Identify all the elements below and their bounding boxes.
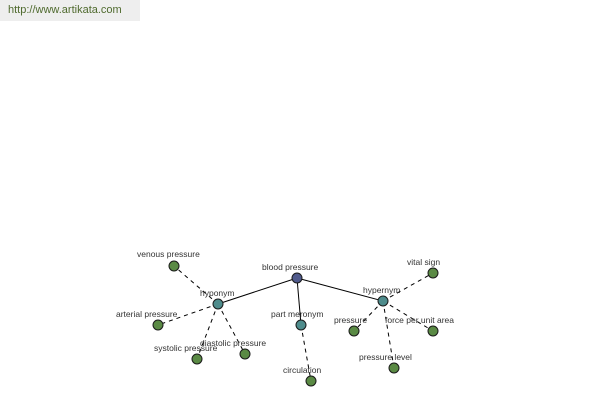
label-pressure-level[interactable]: pressure level: [359, 352, 412, 362]
edge-hypernym-force-per-unit-area: [382, 300, 434, 332]
edge-root-part-meronym: [296, 277, 302, 326]
label-diastolic-pressure[interactable]: diastolic pressure: [200, 338, 266, 348]
edge-hyponym-diastolic-pressure: [217, 303, 246, 355]
site-url-link[interactable]: http://www.artikata.com: [0, 0, 140, 21]
label-venous-pressure[interactable]: venous pressure: [137, 249, 200, 259]
edge-root-hypernym: [296, 277, 384, 302]
label-blood-pressure[interactable]: blood pressure: [262, 262, 319, 272]
node-arterial-pressure[interactable]: [152, 319, 164, 331]
edge-hypernym-pressure: [353, 300, 384, 332]
node-hyponym[interactable]: [212, 298, 224, 310]
node-circulation[interactable]: [305, 375, 317, 387]
label-arterial-pressure[interactable]: arterial pressure: [116, 309, 178, 319]
node-pressure[interactable]: [348, 325, 360, 337]
edge-root-hyponym: [217, 277, 298, 305]
edge-hyponym-arterial-pressure: [157, 303, 219, 326]
label-force-per-unit-area[interactable]: force per unit area: [385, 315, 454, 325]
edge-part-meronym-circulation: [300, 324, 312, 382]
label-circulation[interactable]: circulation: [283, 365, 322, 375]
edge-hypernym-pressure-level: [382, 300, 395, 369]
label-hyponym[interactable]: hyponym: [200, 288, 235, 298]
label-pressure[interactable]: pressure: [334, 315, 367, 325]
label-part-meronym[interactable]: part meronym: [271, 309, 323, 319]
edge-hyponym-venous-pressure: [173, 265, 219, 305]
node-systolic-pressure[interactable]: [191, 353, 203, 365]
node-hypernym[interactable]: [377, 295, 389, 307]
label-systolic-pressure[interactable]: systolic pressure: [154, 343, 218, 353]
edge-hypernym-vital-sign: [382, 272, 434, 302]
node-pressure-level[interactable]: [388, 362, 400, 374]
node-blood-pressure[interactable]: [291, 272, 303, 284]
node-part-meronym[interactable]: [295, 319, 307, 331]
node-diastolic-pressure[interactable]: [239, 348, 251, 360]
label-hypernym[interactable]: hypernym: [363, 285, 400, 295]
node-vital-sign[interactable]: [427, 267, 439, 279]
node-force-per-unit-area[interactable]: [427, 325, 439, 337]
edge-hyponym-systolic-pressure: [196, 303, 219, 360]
label-vital-sign[interactable]: vital sign: [407, 257, 440, 267]
node-venous-pressure[interactable]: [168, 260, 180, 272]
